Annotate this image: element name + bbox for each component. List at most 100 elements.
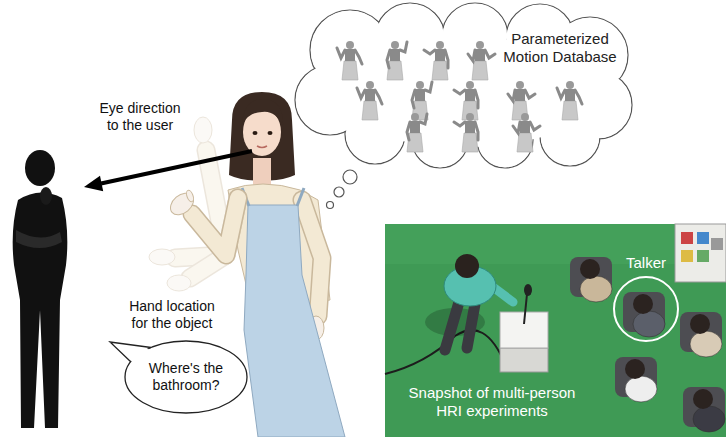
robot-arm-ghost xyxy=(149,249,175,265)
motion-figure xyxy=(415,89,425,101)
motion-figure xyxy=(516,81,524,89)
motion-figure xyxy=(508,90,515,101)
thought-bubbles xyxy=(327,170,358,209)
user-silhouette xyxy=(40,187,52,205)
experiment-photo xyxy=(445,302,459,350)
motion-figure xyxy=(412,90,415,108)
motion-figure xyxy=(387,41,407,80)
motion-figure xyxy=(337,48,345,58)
cloud-outline xyxy=(295,3,632,168)
motion-figure xyxy=(390,49,400,61)
experiment-photo xyxy=(455,254,479,278)
motion-figure xyxy=(436,41,444,49)
thought-bubbles xyxy=(334,187,344,197)
experiment-photo xyxy=(625,376,657,402)
talker-circle-outline xyxy=(614,277,678,341)
robot-right-arm xyxy=(185,189,195,202)
motion-figure xyxy=(472,61,488,80)
motion-figure xyxy=(391,41,399,49)
experiment-photo xyxy=(467,304,475,348)
motion-figure xyxy=(530,122,540,130)
user-silhouette xyxy=(13,192,68,428)
motion-figure xyxy=(365,89,375,101)
talker-label: Talker xyxy=(613,254,679,272)
motion-figure xyxy=(466,113,474,121)
experiment-photo xyxy=(697,232,709,244)
experiment-photo xyxy=(500,348,548,372)
motion-figure xyxy=(517,133,533,152)
motion-figure xyxy=(357,81,382,120)
motion-figure xyxy=(454,113,478,152)
speech-bubble-outline xyxy=(110,342,151,362)
speech-bubble-outline xyxy=(110,342,153,363)
experiment-photo xyxy=(385,224,726,432)
motion-figure xyxy=(513,122,520,133)
motion-figure xyxy=(562,101,578,120)
experiment-photo xyxy=(690,331,722,357)
experiment-photo xyxy=(693,389,713,409)
experiment-photo xyxy=(580,259,600,279)
thought-bubbles xyxy=(343,170,357,184)
motion-figure xyxy=(565,89,575,101)
arrow-label-box: Eye direction to the user xyxy=(95,100,185,134)
motion-figure xyxy=(435,49,445,61)
motion-figure xyxy=(346,41,354,49)
motion-figure xyxy=(508,81,535,120)
robot-right-arm xyxy=(192,198,238,255)
motion-figure xyxy=(400,42,407,52)
experiment-photo xyxy=(681,232,693,244)
motion-figure xyxy=(410,121,420,133)
eye-direction-arrow xyxy=(84,176,103,192)
motion-figure xyxy=(466,81,474,89)
motion-figure xyxy=(462,101,478,120)
motion-figure xyxy=(366,81,374,89)
speech-bubble: Where's the bathroom? xyxy=(124,340,248,414)
talker-circle-outline xyxy=(613,276,679,342)
experiment-photo xyxy=(625,359,645,379)
motion-figure xyxy=(362,101,378,120)
motion-figure xyxy=(432,61,448,80)
thought-cloud-outline xyxy=(290,0,638,172)
experiment-photo xyxy=(675,224,726,282)
photo-panel: Snapshot of multi-person HRI experiments… xyxy=(385,224,726,437)
motion-figure xyxy=(425,82,432,92)
motion-figure xyxy=(411,113,419,121)
arm-label: Hand location for the object xyxy=(122,298,222,332)
robot-right-arm xyxy=(192,198,238,255)
arm-label-box: Hand location for the object xyxy=(122,298,222,332)
photo-caption: Snapshot of multi-person HRI experiments xyxy=(397,384,587,420)
robot-eye xyxy=(268,131,273,135)
apron-strap xyxy=(297,188,304,206)
cloud-text: Parameterized Motion Database xyxy=(500,30,620,66)
experiment-photo xyxy=(693,406,725,432)
motion-figure xyxy=(407,113,427,152)
motion-figure xyxy=(475,90,478,108)
talker-circle: Talker xyxy=(613,276,679,342)
user-silhouette xyxy=(13,150,68,428)
motion-figure xyxy=(465,89,475,101)
robot-mouth xyxy=(257,146,267,148)
eye-direction-arrow xyxy=(84,151,252,191)
motion-figure xyxy=(566,81,574,89)
motion-figure xyxy=(345,49,355,61)
user-silhouette xyxy=(16,230,62,248)
thought-cloud: Parameterized Motion Database xyxy=(290,0,638,172)
motion-figure xyxy=(454,81,478,120)
motion-figure xyxy=(445,50,448,68)
motion-figure xyxy=(575,90,582,104)
motion-figure xyxy=(412,81,432,120)
experiment-photo xyxy=(524,284,532,296)
robot-arm-ghost xyxy=(149,117,238,291)
experiment-photo xyxy=(681,250,693,262)
motion-figure xyxy=(375,90,382,104)
eye-direction-arrow xyxy=(101,151,252,184)
motion-figure xyxy=(525,90,535,98)
experiment-photo xyxy=(690,314,710,334)
robot-eye xyxy=(253,131,258,135)
motion-figure xyxy=(355,50,362,64)
motion-figure xyxy=(521,113,529,121)
robot-arm-ghost xyxy=(167,275,191,291)
robot-neck xyxy=(253,158,271,186)
motion-figure xyxy=(465,121,475,133)
